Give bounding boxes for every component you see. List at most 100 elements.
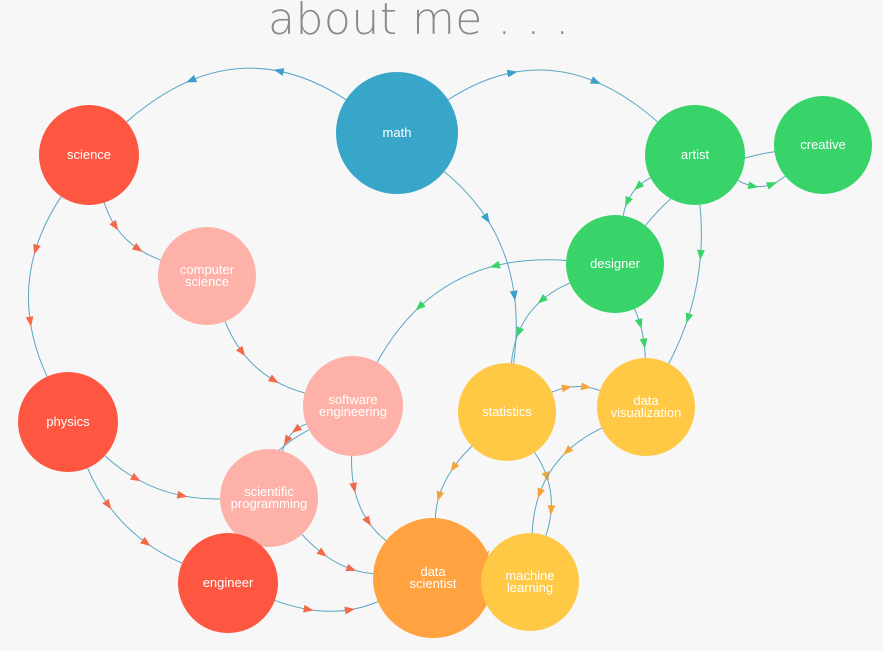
edge-data-visualization-to-machine-learning [531, 427, 602, 534]
edge-designer-to-software-engineering [376, 259, 567, 363]
node-computer-science-circle [158, 227, 256, 325]
edge-artist-to-designer [622, 177, 651, 216]
arrowhead-designer-to-statistics-2 [516, 326, 525, 338]
node-engineer-label-line-1: engineer [203, 575, 254, 590]
arrowhead-artist-to-designer-1 [634, 180, 645, 191]
node-scientific-programming-circle [220, 449, 318, 547]
node-statistics-label-line-1: statistics [482, 404, 532, 419]
arrowhead-physics-to-scientific-programming-2 [176, 490, 188, 499]
arrowhead-statistics-to-data-visualization-1 [561, 384, 572, 393]
arrowhead-artist-to-creative-2 [766, 182, 778, 190]
arrowhead-physics-to-scientific-programming-1 [129, 472, 141, 482]
edge-physics-to-scientific-programming [104, 455, 221, 500]
node-engineer-circle [178, 533, 278, 633]
arrowhead-computer-science-to-software-engineering-2 [267, 374, 279, 384]
node-machine-learning-circle [481, 533, 579, 631]
edge-software-engineering-to-scientific-programming [281, 423, 307, 451]
arrowhead-science-to-computer-science-2 [131, 242, 143, 252]
arrowhead-artist-to-designer-2 [625, 195, 633, 207]
arrowhead-artist-to-data-visualization-1 [697, 249, 705, 261]
arrowhead-software-engineering-to-scientific-programming-1 [291, 423, 303, 433]
arrowhead-engineer-to-data-scientist-1 [303, 604, 314, 613]
arrowhead-science-to-computer-science-1 [109, 219, 119, 231]
arrowhead-designer-to-software-engineering-2 [415, 300, 426, 311]
edge-statistics-to-machine-learning [534, 452, 552, 536]
arrowhead-science-to-physics-2 [25, 316, 34, 327]
node-statistics-circle [458, 363, 556, 461]
node-machine-learning-label-line-2: learning [507, 580, 553, 595]
node-physics-circle [18, 372, 118, 472]
node-physics: physics [18, 372, 118, 472]
arrowhead-artist-to-data-visualization-2 [685, 312, 694, 324]
edge-physics-to-engineer [87, 467, 183, 564]
edge-science-to-physics [28, 196, 62, 377]
arrowhead-designer-to-data-visualization-1 [634, 318, 643, 329]
arrowhead-math-to-science-1 [273, 68, 285, 76]
node-computer-science-label-line-2: science [185, 274, 229, 289]
edge-statistics-to-data-scientist [434, 445, 473, 519]
arrowhead-statistics-to-data-visualization-2 [580, 382, 592, 391]
node-artist-circle [645, 105, 745, 205]
arrowhead-designer-to-software-engineering-1 [489, 260, 501, 269]
node-computer-science-label-line-1: computer [180, 262, 235, 277]
node-scientific-programming-label-line-1: scientific [244, 484, 294, 499]
arrowhead-math-to-artist-2 [589, 76, 601, 84]
node-data-visualization-circle [597, 358, 695, 456]
edge-math-to-artist [447, 69, 658, 123]
edge-artist-to-creative [737, 175, 786, 188]
edge-math-to-science [126, 67, 347, 123]
arrowhead-physics-to-engineer-1 [102, 498, 112, 510]
arrowhead-statistics-to-data-scientist-2 [436, 490, 445, 502]
node-software-engineering-circle [303, 356, 403, 456]
diagram-title: about me . . . [268, 0, 570, 45]
edge-computer-science-to-software-engineering [224, 321, 305, 394]
edge-engineer-to-data-scientist [274, 599, 379, 612]
edge-artist-to-data-visualization [668, 204, 702, 364]
arrowhead-designer-to-statistics-1 [537, 294, 548, 304]
edge-science-to-computer-science [103, 202, 161, 261]
edge-software-engineering-to-data-scientist [351, 455, 387, 542]
arrowhead-software-engineering-to-data-scientist-2 [362, 515, 372, 526]
node-creative: creative [774, 96, 872, 194]
arrowhead-statistics-to-machine-learning-1 [541, 471, 550, 482]
arrowhead-software-engineering-to-data-scientist-1 [349, 482, 358, 494]
arrowhead-software-engineering-to-scientific-programming-2 [283, 434, 293, 446]
arrowhead-designer-to-data-visualization-2 [639, 338, 648, 349]
node-math: math [336, 72, 458, 194]
node-math-circle [336, 72, 458, 194]
arrowhead-statistics-to-data-scientist-1 [450, 461, 460, 472]
edge-statistics-to-data-visualization [551, 386, 601, 393]
arrowhead-data-visualization-to-machine-learning-1 [563, 445, 574, 455]
arrowhead-computer-science-to-software-engineering-1 [236, 345, 246, 357]
node-math-label-line-1: math [383, 125, 412, 140]
node-data-scientist-label-line-2: scientist [410, 576, 457, 591]
arrowhead-math-to-science-2 [186, 74, 198, 83]
arrowhead-math-to-statistics-1 [481, 212, 490, 224]
arrowhead-artist-to-creative-1 [747, 181, 759, 190]
arrowhead-physics-to-engineer-2 [140, 536, 151, 547]
arrowhead-scientific-programming-to-data-scientist-2 [345, 563, 357, 572]
node-scientific-programming-label-line-2: programming [231, 496, 308, 511]
arrowhead-math-to-artist-1 [506, 69, 518, 78]
edge-scientific-programming-to-data-scientist [301, 533, 374, 575]
node-designer: designer [566, 215, 664, 313]
arrowhead-statistics-to-machine-learning-2 [547, 505, 556, 516]
arrowhead-scientific-programming-to-data-scientist-1 [316, 547, 327, 557]
edge-designer-to-data-visualization [634, 308, 646, 359]
node-creative-label-line-1: creative [800, 137, 846, 152]
node-software-engineering-label-line-1: software [328, 392, 377, 407]
node-statistics: statistics [458, 363, 556, 461]
node-creative-circle [774, 96, 872, 194]
node-data-visualization-label-line-1: data [633, 393, 659, 408]
node-data-scientist-label-line-1: data [420, 564, 446, 579]
node-machine-learning-label-line-1: machine [505, 568, 554, 583]
arrowhead-data-visualization-to-machine-learning-2 [537, 487, 545, 499]
